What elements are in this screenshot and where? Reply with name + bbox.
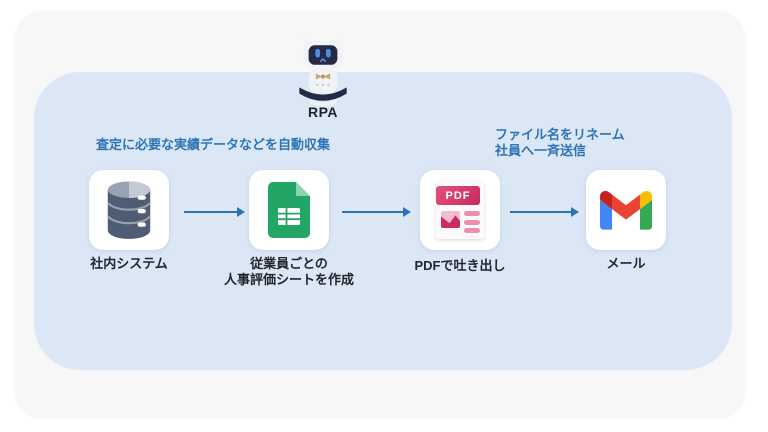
pdf-document-icon: PDF [436, 181, 484, 239]
google-sheets-icon [268, 182, 310, 238]
pdf-badge: PDF [436, 186, 480, 205]
pdf-thumbnail-image [441, 211, 460, 228]
annotation-rename-line1: ファイル名をリネーム [495, 127, 625, 142]
step-label-pdf-export: PDFで吐き出し [414, 258, 506, 273]
step-label-internal-system: 社内システム [90, 256, 168, 271]
annotation-auto-collect: 査定に必要な実績データなどを自動収集 [96, 137, 331, 152]
flow-arrow-2 [342, 207, 411, 217]
flow-arrow-3 [510, 207, 579, 217]
database-icon [106, 181, 152, 239]
rpa-robot-icon [299, 37, 347, 107]
rpa-label: RPA [307, 104, 339, 120]
annotation-rename-send: ファイル名をリネーム 社員へ一斉送信 [495, 127, 625, 159]
step-label-evaluation-sheet: 従業員ごとの 人事評価シートを作成 [223, 256, 354, 287]
step-internal-system [89, 170, 169, 250]
step-evaluation-sheet [249, 170, 329, 250]
flow-arrow-1 [184, 207, 245, 217]
annotation-rename-line2: 社員へ一斉送信 [495, 143, 587, 158]
gmail-icon [600, 190, 652, 230]
step-pdf-export: PDF [420, 170, 500, 250]
step-mail [586, 170, 666, 250]
step-label-mail: メール [606, 256, 646, 271]
